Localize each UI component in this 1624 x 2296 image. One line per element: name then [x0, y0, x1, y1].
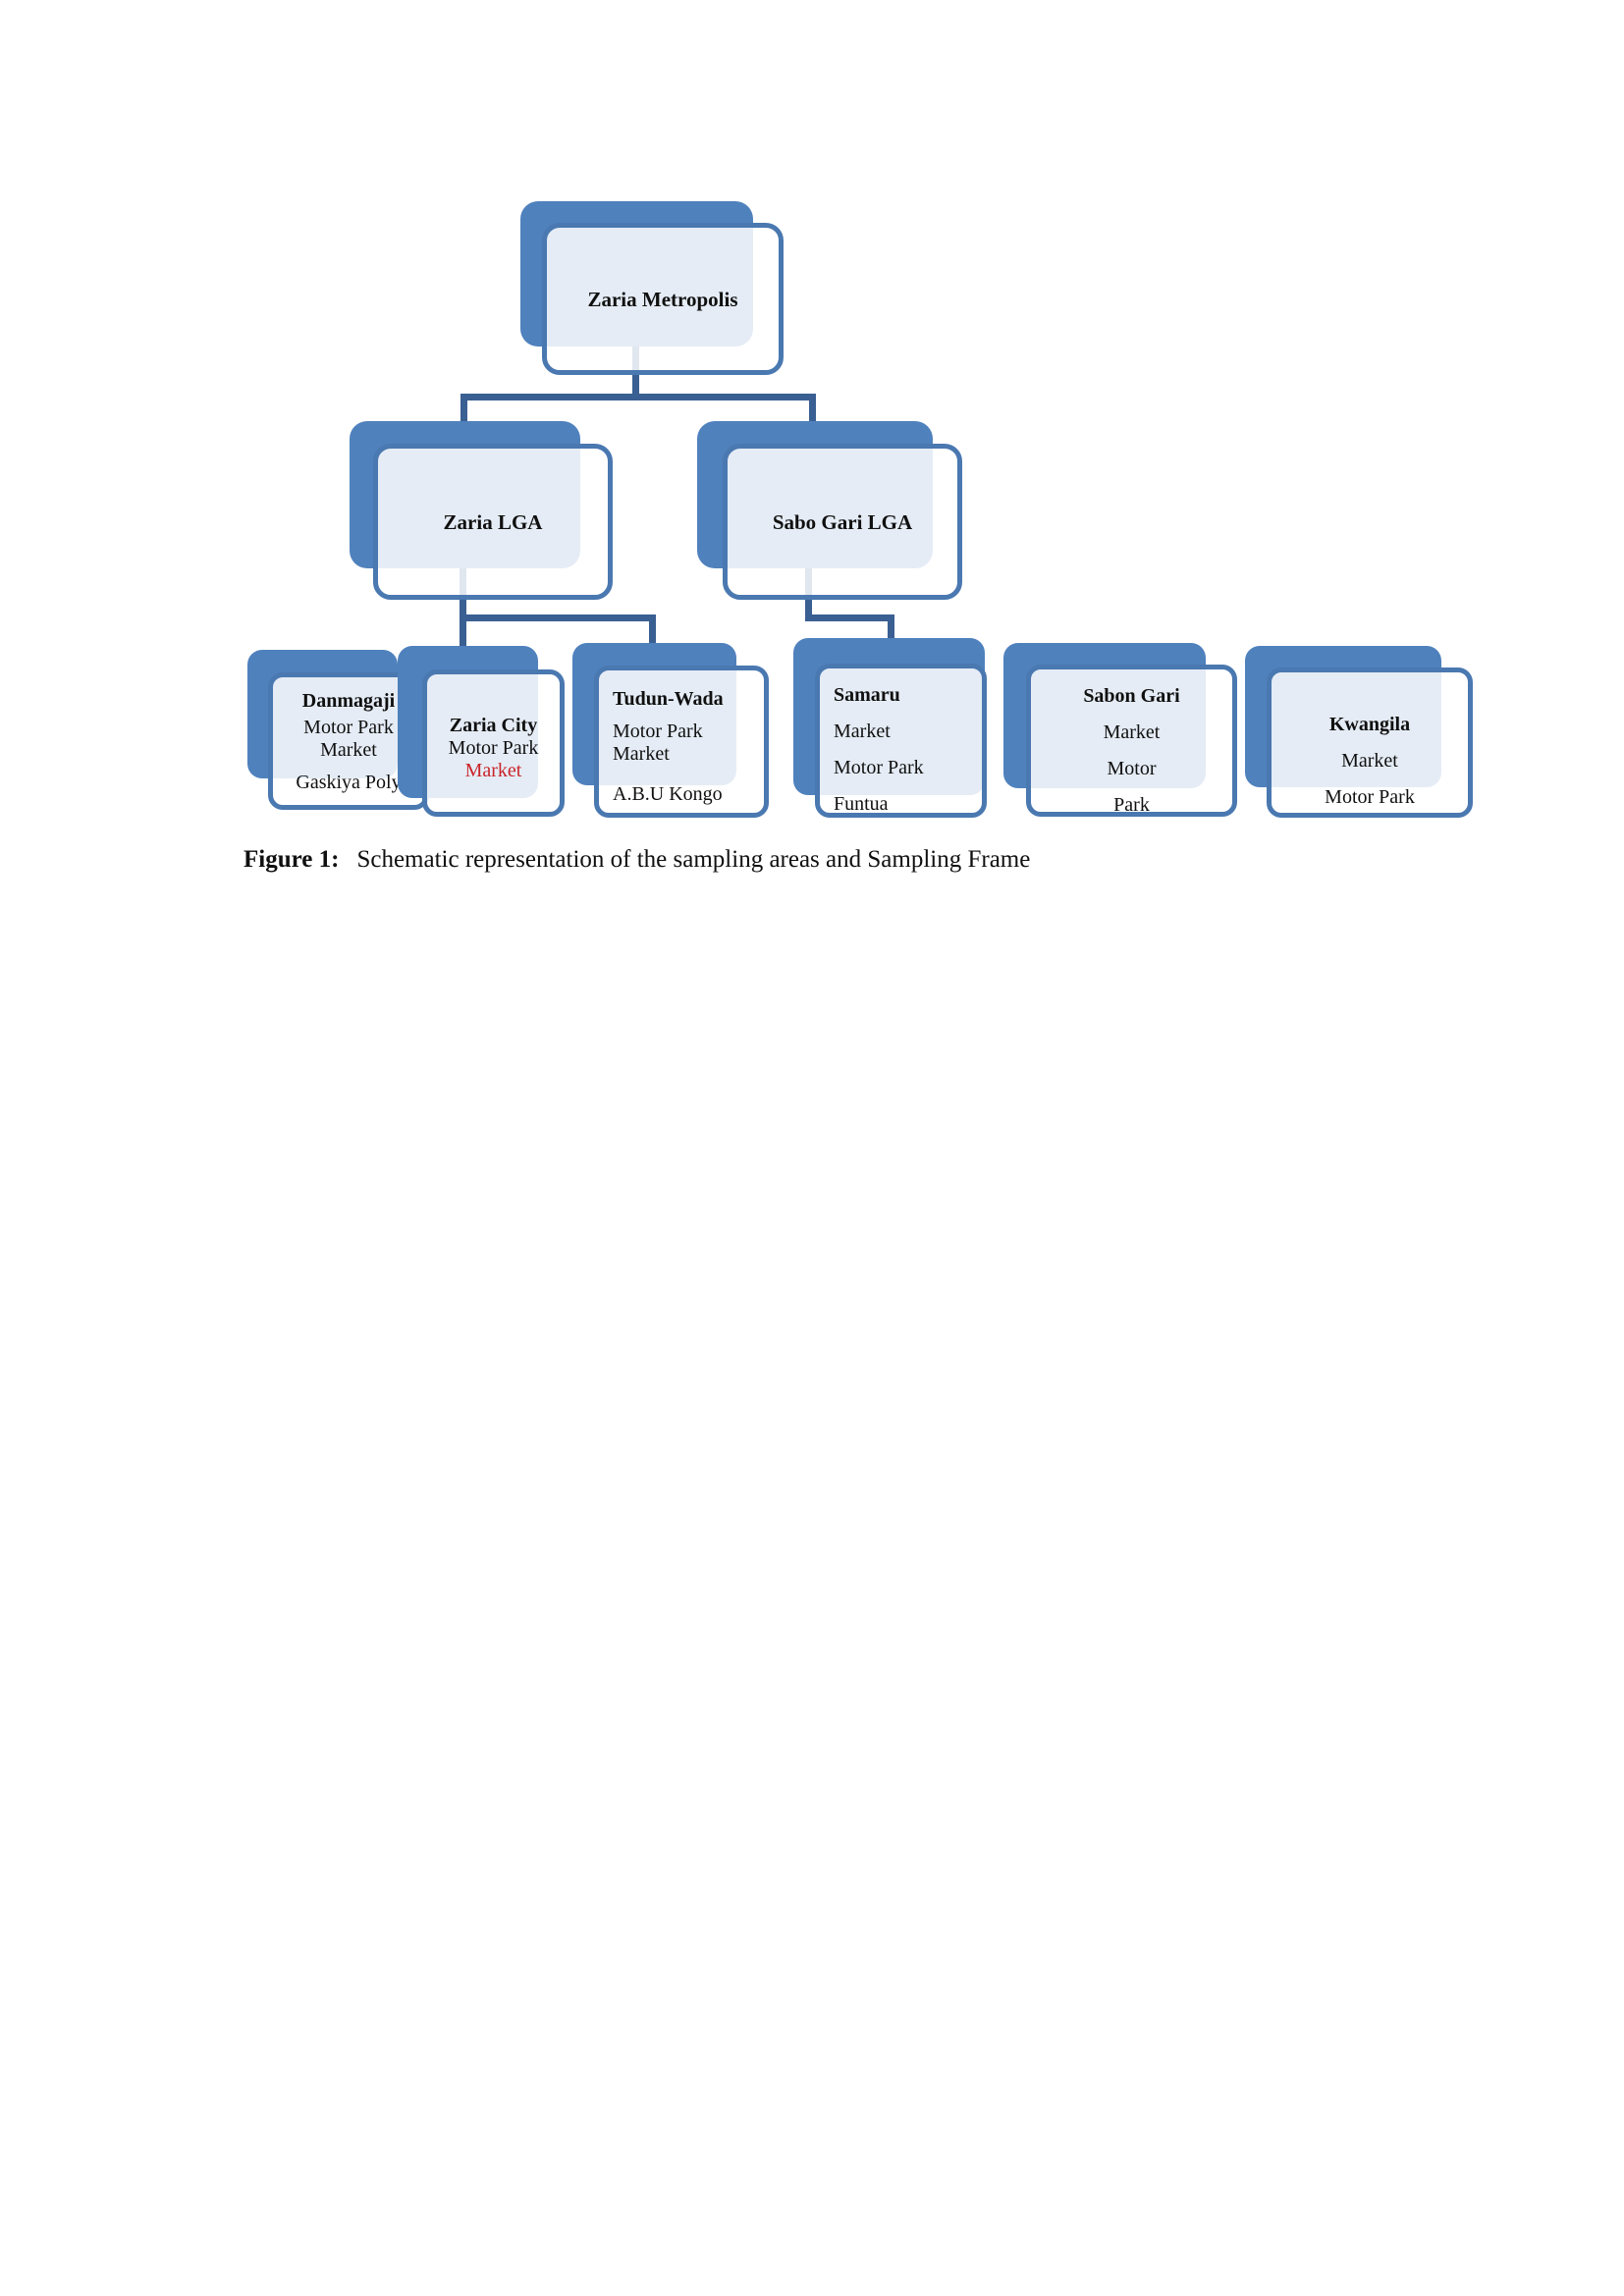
connector-samaru-drop	[888, 614, 894, 647]
node-line: Market	[1103, 721, 1161, 743]
node-line: Motor Park	[1325, 786, 1415, 808]
node-title: Tudun-Wada	[613, 688, 724, 710]
node-line: Motor Park	[303, 717, 394, 738]
node-title: Danmagaji	[301, 690, 396, 712]
connector-level2-rail	[460, 394, 816, 400]
node-zaria-lga-card: Zaria LGA	[373, 444, 613, 600]
figure-caption-text: Schematic representation of the sampling…	[356, 846, 1031, 873]
node-zaria-metropolis-card: Zaria Metropolis	[542, 223, 784, 375]
node-line: Market	[320, 739, 377, 761]
node-line-highlighted: Market	[464, 760, 522, 781]
node-sabon-gari-card: Sabon Gari Market Motor Park	[1026, 665, 1237, 817]
node-line: Motor	[1107, 758, 1157, 779]
node-line: Market	[1341, 750, 1398, 772]
node-line: Motor Park	[448, 737, 539, 759]
node-samaru-card: Samaru Market Motor Park Funtua	[815, 664, 987, 818]
node-title: Sabon Gari	[1083, 685, 1180, 707]
node-title: Sabo Gari LGA	[772, 509, 913, 534]
node-line: Market	[613, 743, 670, 765]
node-line: Motor Park	[613, 721, 703, 742]
node-line: Market	[834, 721, 891, 742]
connector-tudun-wada-drop	[649, 614, 656, 647]
figure-caption-label: Figure 1:	[244, 846, 340, 873]
node-sabo-gari-lga-card: Sabo Gari LGA	[723, 444, 962, 600]
node-line: Funtua	[834, 793, 889, 815]
figure-caption: Figure 1: Schematic representation of the…	[244, 844, 1030, 876]
node-kwangila-card: Kwangila Market Motor Park	[1267, 667, 1473, 818]
node-line: A.B.U Kongo	[613, 783, 723, 805]
node-title: Zaria City	[449, 715, 538, 736]
node-zaria-city-card: Zaria City Motor Park Market	[422, 669, 565, 817]
connector-zaria-children-rail	[460, 614, 656, 621]
connector-sabo-children-rail	[805, 614, 894, 621]
node-title: Kwangila	[1328, 714, 1411, 735]
node-line: Park	[1113, 794, 1150, 816]
node-title: Samaru	[834, 684, 900, 706]
node-title: Zaria LGA	[443, 509, 543, 534]
node-line: Motor Park	[834, 757, 924, 778]
node-line: Gaskiya Poly	[296, 772, 402, 793]
connector-zaria-lga-stub	[460, 394, 467, 425]
node-tudun-wada-card: Tudun-Wada Motor Park Market A.B.U Kongo	[594, 666, 769, 818]
connector-sabo-gari-stub	[809, 394, 816, 425]
node-title: Zaria Metropolis	[587, 287, 738, 311]
